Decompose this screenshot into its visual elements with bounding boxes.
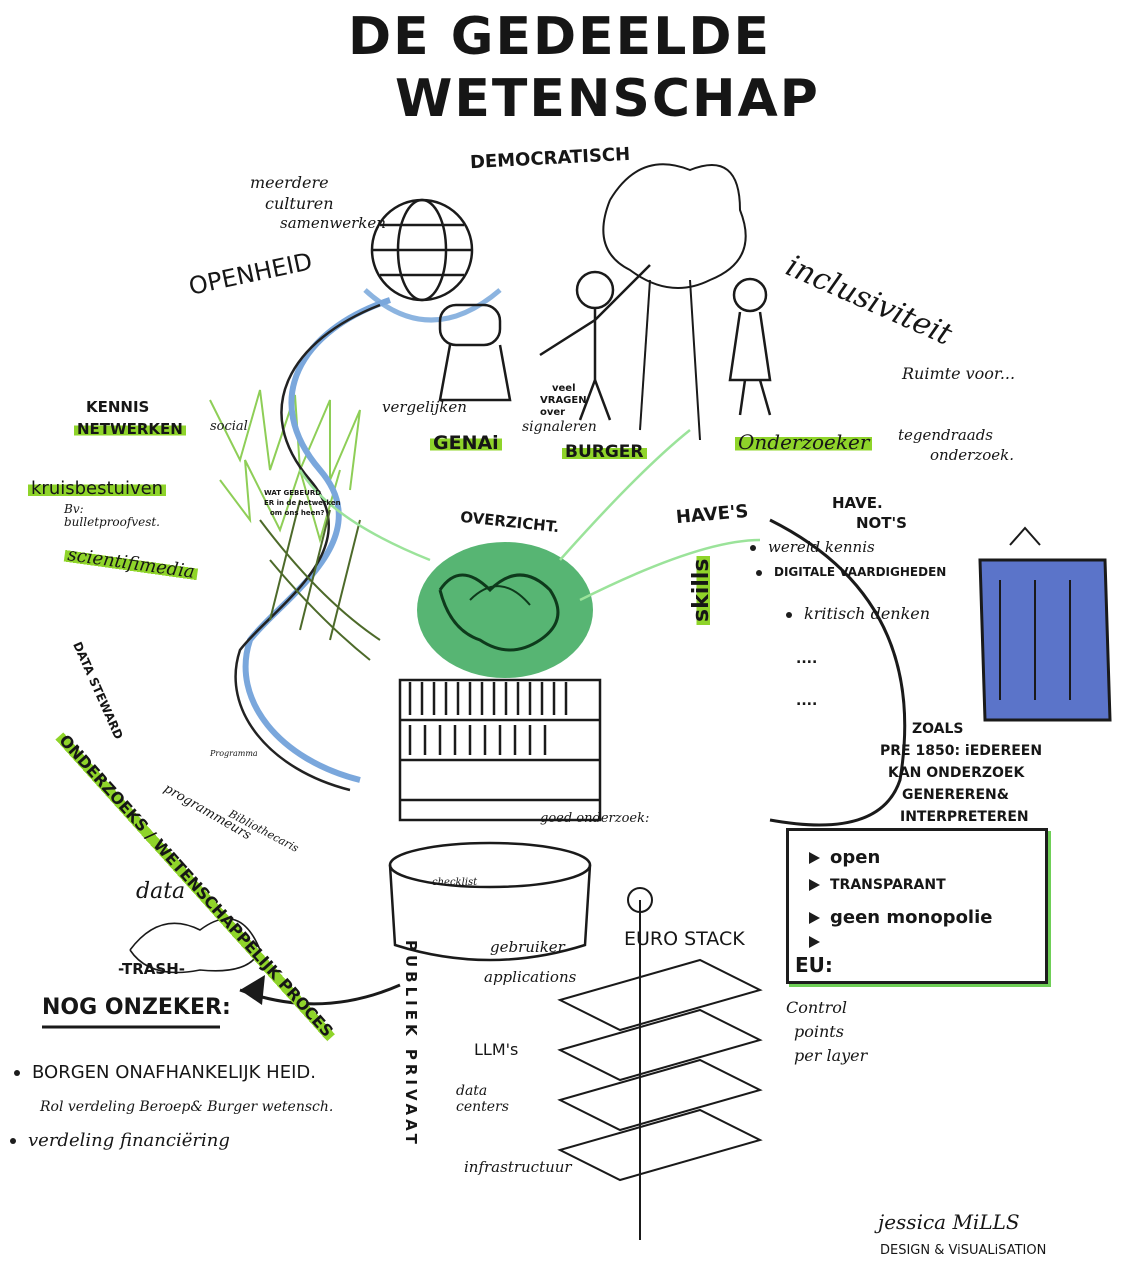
data-label: data [136, 879, 186, 904]
principle-1-text: open [830, 847, 881, 868]
curved-arrow-right [769, 518, 907, 827]
skill-3-text: kritisch denken [804, 604, 931, 623]
vragen-line-3: over [540, 407, 566, 418]
zoals-line-5: INTERPRETEREN [900, 809, 1029, 825]
principle-2: TRANSPARANT [809, 877, 946, 893]
nog-item-3: verdeling financiëring [10, 1130, 230, 1151]
kennis-line-1: KENNIS [86, 398, 150, 416]
kennis-line-2-text: NETWERKEN [74, 420, 186, 438]
skill-2-text: DIGITALE VAARDIGHEDEN [774, 565, 947, 579]
culturen-line-2: culturen [265, 194, 334, 213]
ruimte-label: Ruimte voor... [902, 364, 1016, 383]
tree-illustration [602, 163, 747, 441]
programma-label: Programma [210, 749, 258, 758]
social-label: social [210, 419, 248, 434]
control-line-1: Control [786, 998, 848, 1017]
goed-onderzoek-label: goed onderzoek: [540, 811, 650, 826]
nog-item-3-text: verdeling financiëring [28, 1130, 230, 1151]
nog-item-1-text: BORGEN ONAFHANKELIJK HEID. [32, 1062, 316, 1083]
have-nots-line-1: HAVE. [832, 494, 883, 512]
datacenters-line-1: data [456, 1083, 488, 1099]
onderzoeker-label: Onderzoeker [735, 430, 873, 454]
burger-label: BURGER [562, 442, 647, 462]
skills-label: skills [689, 555, 714, 625]
skill-3: kritisch denken [786, 604, 931, 623]
title-line-1: DE GEDEELDE [348, 7, 772, 67]
vragen-line-4: signaleren [522, 419, 597, 435]
gebruiker-label: gebruiker [490, 938, 565, 956]
skill-4: .... [796, 651, 818, 667]
culturen-line-1: meerdere [250, 173, 329, 192]
curved-arrow-left-bottom [239, 983, 401, 1006]
vragen-line-1: veel [552, 383, 576, 394]
infrastructuur-label: infrastructuur [464, 1158, 572, 1176]
people-illustration [438, 264, 772, 421]
wat-gebeurd-line-2: ER in de netwerken [264, 499, 341, 507]
winding-path-blue [242, 297, 391, 783]
eu-label: EU: [795, 953, 833, 977]
genai-label: GENAi [430, 432, 502, 454]
building-illustration [978, 526, 1112, 722]
zoals-line-1: ZOALS [912, 721, 964, 737]
llms-label: LLM's [474, 1040, 519, 1059]
podium-illustration [388, 841, 592, 962]
principle-3-text: geen monopolie [830, 907, 993, 928]
bv-line-1: Bv: [64, 502, 84, 516]
brain-illustration [417, 542, 593, 678]
tegendraads-line-2: onderzoek. [930, 446, 1015, 464]
skill-1: wereld kennis [750, 538, 875, 556]
principle-1: open [809, 847, 880, 868]
zoals-line-4: GENEREREN& [902, 787, 1009, 803]
net-illustration [259, 499, 381, 661]
publiek-privaat-label: PUBLIEK PRIVAAT [402, 940, 420, 1148]
genai-text: GENAi [430, 432, 502, 454]
winding-path-dark [234, 303, 381, 792]
credit-sub: DESIGN & ViSUALiSATION [880, 1243, 1047, 1258]
zoals-line-3: KAN ONDERZOEK [888, 765, 1025, 781]
skill-2: DIGITALE VAARDIGHEDEN [756, 566, 946, 579]
datacenters-line-2: centers [456, 1099, 509, 1115]
control-line-3: per layer [794, 1046, 868, 1065]
trash-label: -TRASH- [118, 960, 185, 978]
vragen-line-2: VRAGEN [540, 395, 587, 406]
globe-illustration [370, 198, 474, 302]
eurostack-layers [557, 887, 763, 1240]
kruisbestuiven-text: kruisbestuiven [28, 478, 167, 499]
nog-item-1: BORGEN ONAFHANKELIJK HEID. [14, 1062, 316, 1083]
control-line-2: points [794, 1022, 844, 1041]
checklist-label: checklist [432, 877, 478, 888]
eurostack-label: EURO STACK [624, 928, 745, 950]
skills-text: skills [689, 555, 714, 625]
tegendraads-line-1: tegendraads [898, 426, 994, 444]
have-nots-line-2: NOT'S [856, 514, 907, 532]
bv-line-2: bulletproofvest. [64, 515, 160, 529]
zoals-line-2: PRE 1850: iEDEREEN [880, 743, 1043, 759]
kennis-line-2: NETWERKEN [74, 420, 186, 438]
bookshelf-illustration [398, 678, 602, 822]
culturen-line-3: samenwerken [280, 214, 386, 232]
nog-item-2: Rol verdeling Beroep& Burger wetensch. [40, 1099, 334, 1115]
credit-name: jessica MiLLS [878, 1210, 1020, 1234]
principle-2-text: TRANSPARANT [830, 877, 946, 893]
applications-label: applications [484, 968, 577, 986]
wat-gebeurd-line-3: om ons heen? [270, 509, 325, 517]
title-line-2: WETENSCHAP [395, 69, 820, 129]
skill-5: .... [796, 693, 818, 709]
principle-3: geen monopolie [809, 907, 992, 928]
skill-1-text: wereld kennis [768, 538, 875, 556]
burger-text: BURGER [562, 442, 647, 462]
principles-box: open TRANSPARANT geen monopolie EU: [786, 828, 1048, 984]
principle-4 [809, 931, 830, 952]
nog-onzeker-title: NOG ONZEKER: [42, 995, 231, 1020]
onderzoeker-text: Onderzoeker [735, 430, 873, 454]
kruisbestuiven-label: kruisbestuiven [28, 478, 167, 499]
wat-gebeurd-line-1: WAT GEBEURD [264, 489, 322, 497]
vergelijken-label: vergelijken [382, 398, 467, 416]
